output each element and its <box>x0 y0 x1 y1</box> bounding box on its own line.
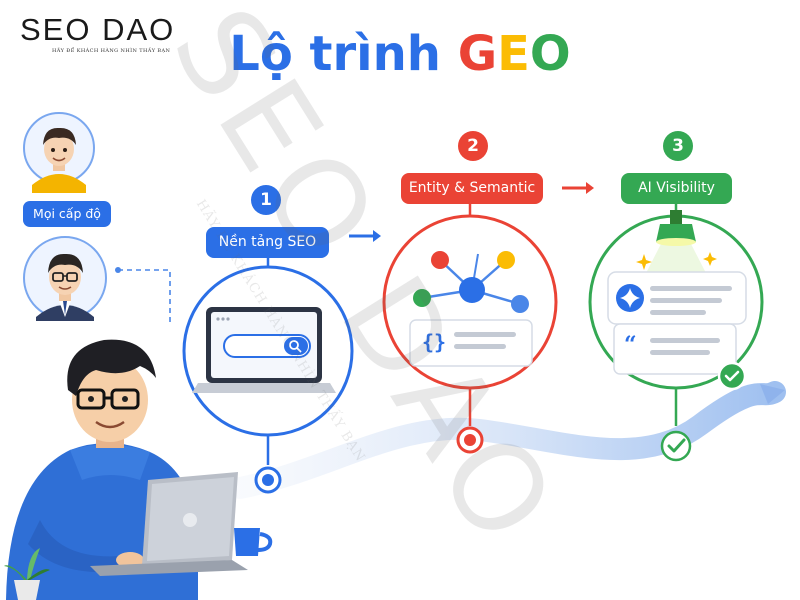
step-3-label: AI Visibility <box>621 173 732 204</box>
persona-label: Mọi cấp độ <box>23 201 111 227</box>
step-3-number: 3 <box>663 131 693 161</box>
persona-avatar-senior <box>23 236 107 321</box>
title-letter-o: O <box>529 26 571 82</box>
svg-text:“: “ <box>624 332 637 358</box>
person-with-laptop-illustration <box>4 339 273 600</box>
brand-tagline: HÃY ĐỂ KHÁCH HÀNG NHÌN THẤY BẠN <box>52 48 171 54</box>
svg-text:{}: {} <box>422 330 446 354</box>
step-2-number: 2 <box>458 131 488 161</box>
step-2-label: Entity & Semantic <box>401 173 543 204</box>
step-3-circle-ai-visibility: “ <box>588 202 764 462</box>
title-letter-g: G <box>457 26 498 82</box>
persona-avatar-junior <box>23 112 95 193</box>
page-title: Lộ trình GEO <box>0 26 800 82</box>
title-letter-e: E <box>497 26 530 82</box>
step-1-circle-seo-foundation <box>182 255 354 494</box>
step-2-circle-entity-semantic: {} <box>382 202 558 454</box>
step-1-arrow-icon <box>349 230 381 242</box>
step-2-arrow-icon <box>562 182 594 194</box>
step-1-number: 1 <box>251 185 281 215</box>
title-main: Lộ trình <box>229 26 458 82</box>
brand-logo-text: SEO DAO <box>20 12 176 47</box>
step-1-label: Nền tảng SEO <box>206 227 329 258</box>
